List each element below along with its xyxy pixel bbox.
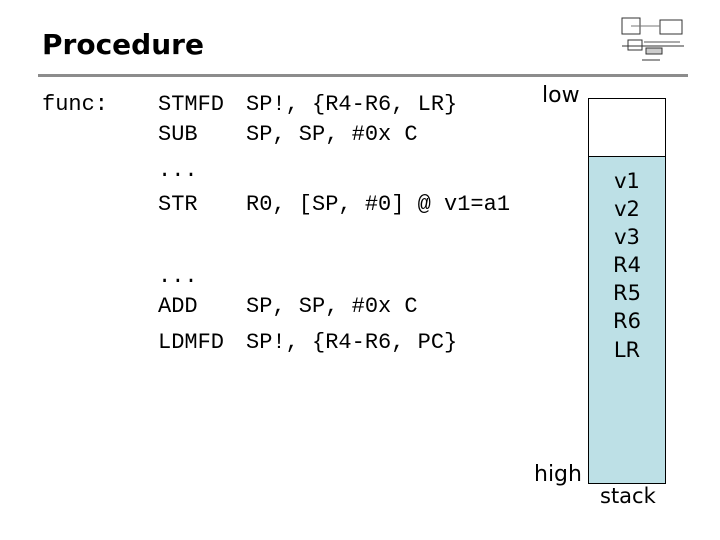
- stack-cell: R5: [613, 281, 641, 305]
- code-args: R0, [SP, #0] @ v1=a1: [246, 192, 511, 217]
- stack-cell: LR: [613, 338, 641, 362]
- code-op: SUB: [158, 122, 198, 147]
- code-args: SP, SP, #0x C: [246, 294, 418, 319]
- code-op: ADD: [158, 294, 198, 319]
- code-op: STR: [158, 192, 198, 217]
- code-op: ...: [158, 158, 198, 183]
- slide-title: Procedure: [42, 28, 204, 61]
- code-op: ...: [158, 264, 198, 289]
- function-label: func:: [42, 92, 109, 117]
- stack-cell: v3: [614, 225, 640, 249]
- stack-cell: v1: [614, 169, 640, 193]
- stack-caption: stack: [600, 484, 656, 508]
- stack-cell: R6: [613, 309, 641, 333]
- code-args: SP!, {R4-R6, LR}: [246, 92, 458, 117]
- title-divider: [38, 74, 688, 77]
- code-args: SP, SP, #0x C: [246, 122, 418, 147]
- stack-diagram: [588, 98, 666, 484]
- stack-high-label: high: [534, 462, 582, 487]
- code-op: LDMFD: [158, 330, 225, 355]
- stack-used-region: [589, 156, 665, 483]
- code-args: SP!, {R4-R6, PC}: [246, 330, 458, 355]
- stack-cell: R4: [613, 253, 641, 277]
- stack-low-label: low: [542, 83, 580, 108]
- stack-cell: v2: [614, 197, 640, 221]
- code-op: STMFD: [158, 92, 225, 117]
- slide-thumbnail-icon: [621, 17, 684, 61]
